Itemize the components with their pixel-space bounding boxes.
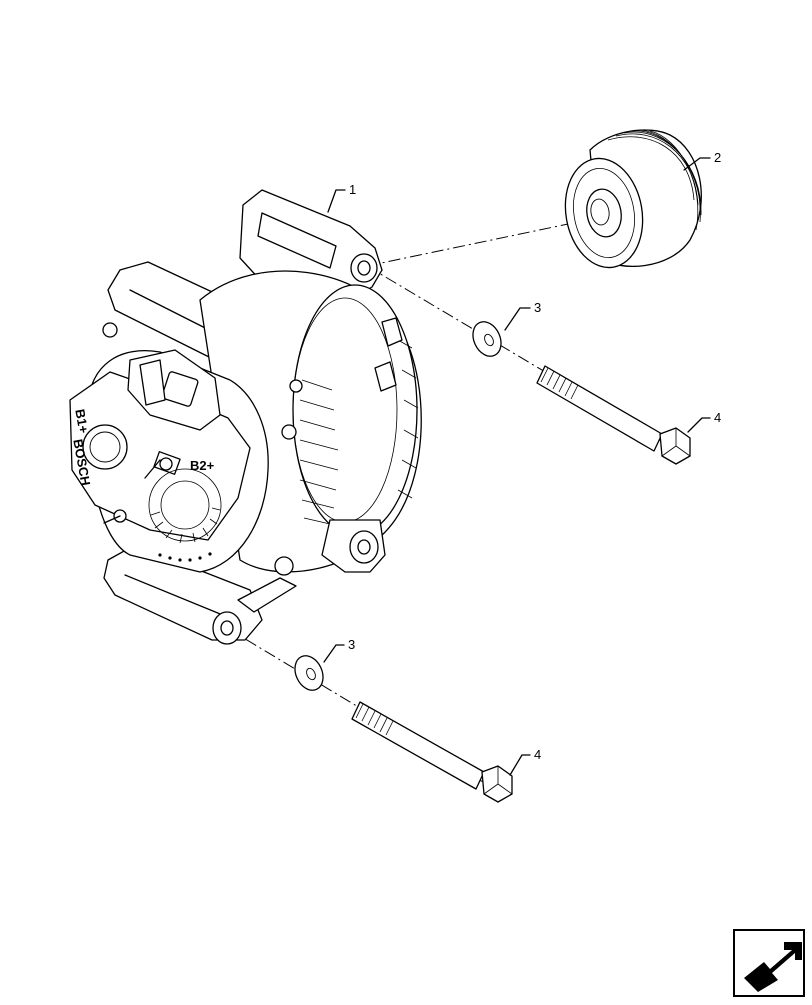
terminal-b2-label: B2+ xyxy=(190,458,215,473)
callout-4-upper: 4 xyxy=(714,410,721,425)
callout-leaders xyxy=(323,157,711,776)
washer-upper xyxy=(472,321,502,357)
washer-lower xyxy=(294,655,324,691)
alternator: B1+ B2+ BOSCH xyxy=(69,189,422,645)
bolt-lower xyxy=(351,701,513,803)
callout-3-lower: 3 xyxy=(348,637,355,652)
terminal-b1-label: B1+ xyxy=(72,408,91,435)
callout-1: 1 xyxy=(349,182,356,197)
callout-2: 2 xyxy=(714,150,721,165)
arrow-into-box-icon[interactable] xyxy=(733,929,805,997)
pulley xyxy=(564,129,702,269)
callout-4-lower: 4 xyxy=(534,747,541,762)
callout-3-upper: 3 xyxy=(534,300,541,315)
bolt-upper xyxy=(536,365,691,465)
